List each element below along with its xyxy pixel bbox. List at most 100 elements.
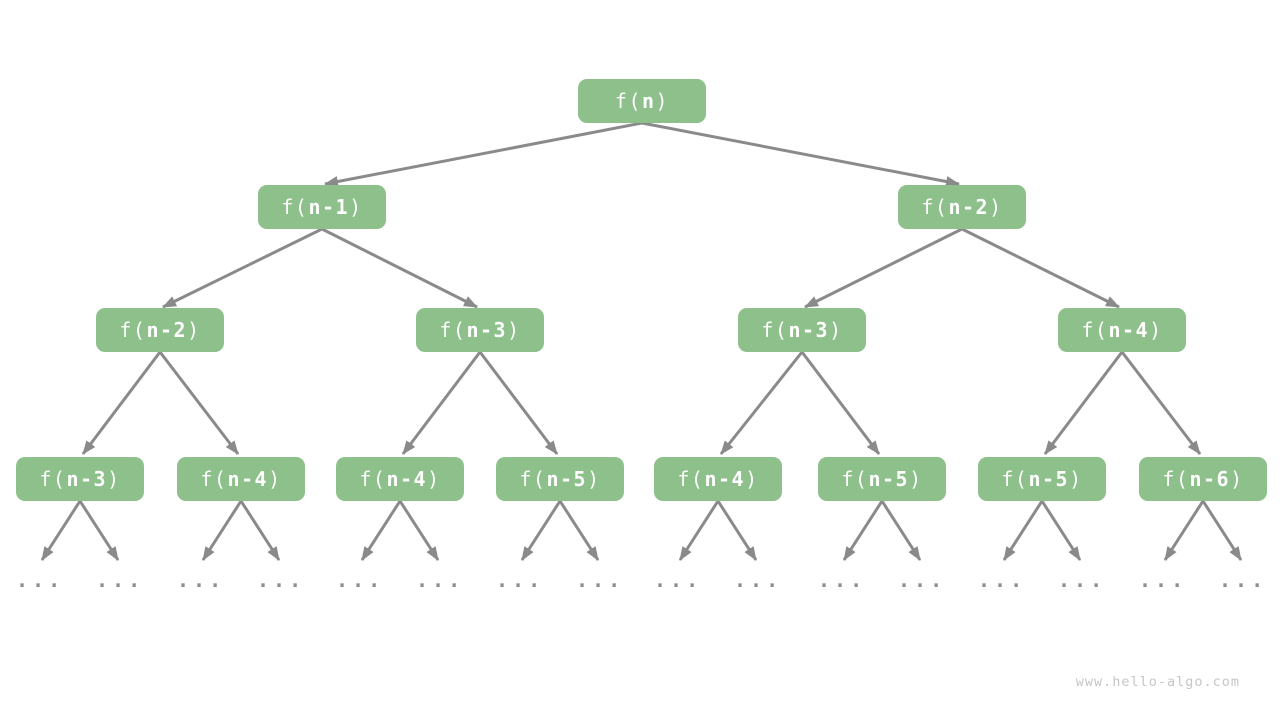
node-label-arg: n-2 [948, 195, 990, 219]
node-label-fn: f( [119, 318, 147, 342]
node-label-close: ) [1230, 467, 1244, 491]
node-label-arg: n [642, 89, 656, 113]
node-label-close: ) [1149, 318, 1163, 342]
edge-arrow [239, 500, 281, 561]
edge-arrow [1002, 500, 1044, 561]
edge-arrow [842, 500, 884, 561]
edge-arrow [880, 500, 922, 561]
edge-arrow [1040, 500, 1082, 561]
node-label-close: ) [187, 318, 201, 342]
tree-node: f(n-3) [416, 308, 544, 352]
node-label-fn: f( [200, 467, 228, 491]
node-label-fn: f( [359, 467, 387, 491]
subtree-ellipsis: ... [496, 568, 545, 592]
subtree-ellipsis: ... [257, 568, 306, 592]
edge-arrow [40, 500, 82, 561]
edge-arrow [78, 500, 120, 561]
node-label-arg: n-3 [66, 467, 108, 491]
tree-node: f(n-5) [818, 457, 946, 501]
tree-node: f(n-6) [1139, 457, 1267, 501]
edge-arrow [478, 351, 559, 455]
tree-node: f(n-4) [177, 457, 305, 501]
node-label-fn: f( [1001, 467, 1029, 491]
edge-arrow [558, 500, 600, 561]
edge-arrow [520, 500, 562, 561]
edge-arrow [401, 351, 482, 455]
edge-arrow [678, 500, 720, 561]
tree-node: f(n-2) [898, 185, 1026, 229]
edge-arrow [321, 227, 478, 309]
node-label-arg: n-2 [146, 318, 188, 342]
subtree-ellipsis: ... [16, 568, 65, 592]
subtree-ellipsis: ... [177, 568, 226, 592]
edge-arrow [324, 121, 643, 187]
subtree-ellipsis: ... [898, 568, 947, 592]
edge-arrow [641, 121, 960, 187]
edge-arrow [800, 351, 881, 455]
node-label-arg: n-3 [466, 318, 508, 342]
subtree-ellipsis: ... [336, 568, 385, 592]
edge-arrow [158, 351, 240, 455]
node-label-close: ) [909, 467, 923, 491]
tree-node: f(n-4) [1058, 308, 1186, 352]
tree-node: f(n-4) [336, 457, 464, 501]
subtree-ellipsis: ... [416, 568, 465, 592]
node-label-fn: f( [761, 318, 789, 342]
node-label-fn: f( [519, 467, 547, 491]
node-label-fn: f( [677, 467, 705, 491]
tree-node: f(n-5) [978, 457, 1106, 501]
tree-node: f(n-5) [496, 457, 624, 501]
node-label-fn: f( [1081, 318, 1109, 342]
subtree-ellipsis: ... [818, 568, 867, 592]
subtree-ellipsis: ... [96, 568, 145, 592]
tree-node: f(n-3) [16, 457, 144, 501]
node-label-arg: n-4 [1108, 318, 1150, 342]
subtree-ellipsis: ... [734, 568, 783, 592]
node-label-arg: n-4 [704, 467, 746, 491]
node-label-fn: f( [439, 318, 467, 342]
node-label-fn: f( [39, 467, 67, 491]
subtree-ellipsis: ... [1219, 568, 1268, 592]
subtree-ellipsis: ... [1058, 568, 1107, 592]
edge-arrow [719, 351, 804, 455]
node-label-arg: n-5 [1028, 467, 1070, 491]
edge-arrow [81, 351, 162, 455]
watermark: www.hello-algo.com [1075, 674, 1240, 690]
node-label-close: ) [587, 467, 601, 491]
node-label-close: ) [268, 467, 282, 491]
node-label-arg: n-5 [546, 467, 588, 491]
node-label-fn: f( [841, 467, 869, 491]
node-label-close: ) [1069, 467, 1083, 491]
node-label-fn: f( [614, 89, 642, 113]
edge-arrow [804, 227, 963, 309]
edge-arrow [1201, 500, 1243, 561]
subtree-ellipsis: ... [576, 568, 625, 592]
node-label-close: ) [655, 89, 670, 113]
edge-arrow [360, 500, 402, 561]
tree-node: f(n-1) [258, 185, 386, 229]
edge-arrow [961, 227, 1120, 309]
edge-arrow [1163, 500, 1205, 561]
tree-node: f(n-3) [738, 308, 866, 352]
node-label-arg: n-1 [308, 195, 350, 219]
tree-node: f(n-2) [96, 308, 224, 352]
subtree-ellipsis: ... [1139, 568, 1188, 592]
node-label-fn: f( [1162, 467, 1190, 491]
node-label-close: ) [829, 318, 843, 342]
edge-arrow [398, 500, 440, 561]
node-label-close: ) [349, 195, 363, 219]
node-label-arg: n-5 [868, 467, 910, 491]
node-label-arg: n-4 [386, 467, 428, 491]
node-label-close: ) [745, 467, 759, 491]
node-label-close: ) [989, 195, 1003, 219]
edge-arrow [201, 500, 243, 561]
node-label-arg: n-4 [227, 467, 269, 491]
node-label-close: ) [107, 467, 121, 491]
node-label-close: ) [427, 467, 441, 491]
edge-arrow [162, 227, 323, 309]
edge-arrow [1043, 351, 1124, 455]
subtree-ellipsis: ... [654, 568, 703, 592]
edge-arrow [1120, 351, 1202, 455]
node-label-fn: f( [281, 195, 309, 219]
